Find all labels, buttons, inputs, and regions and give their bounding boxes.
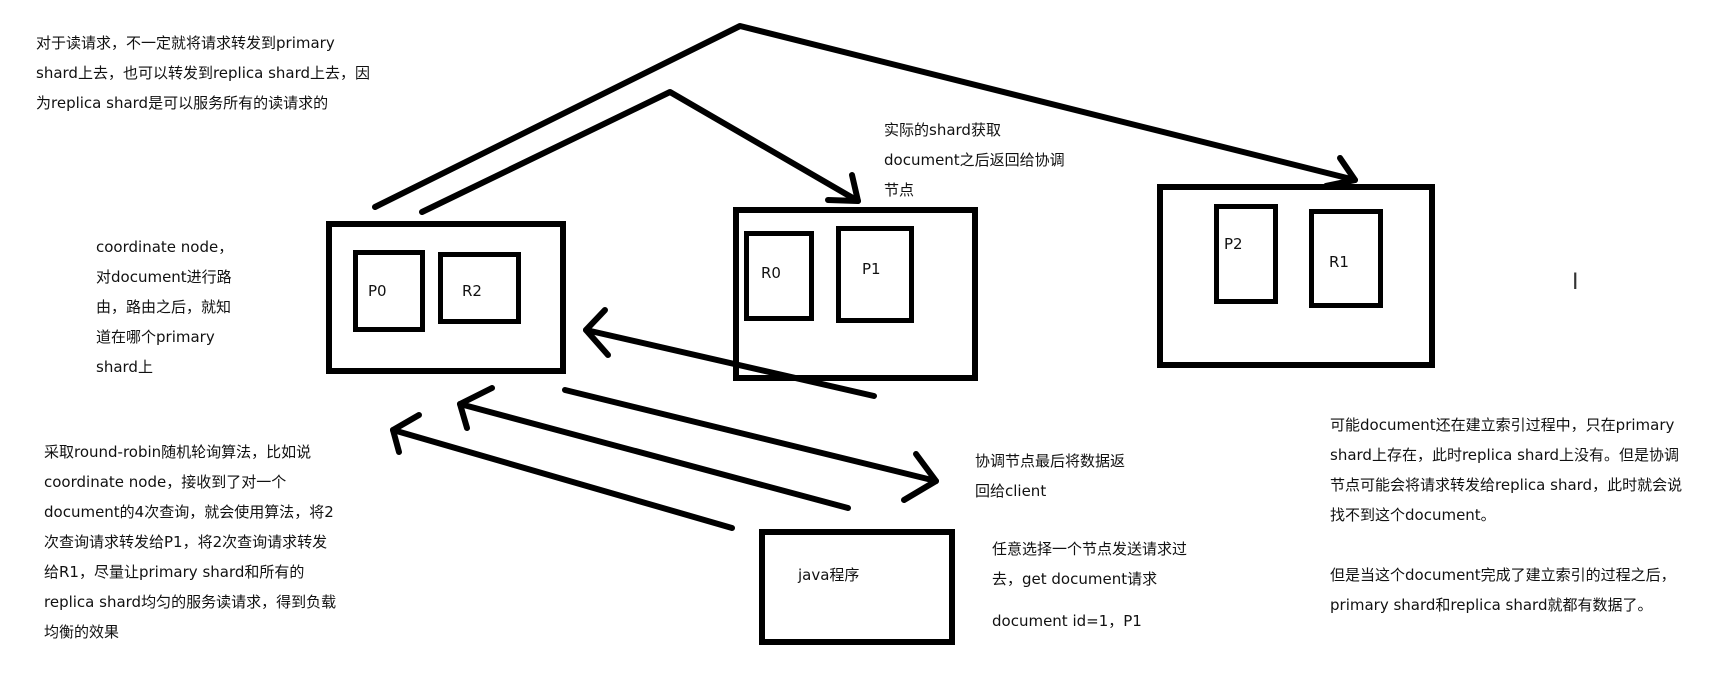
client-label: java程序 [798,566,860,584]
shard-p2 [1214,204,1278,304]
arrow-node2-to-node1 [583,327,877,399]
note-read-request: 对于读请求，不一定就将请求转发到primary shard上去，也可以转发到re… [36,34,371,112]
arrow-client-to-left [390,427,735,531]
node-2 [733,207,978,381]
arrow-node1-to-node3 [372,23,1358,210]
note-round-robin: 采取round-robin随机轮询算法，比如说 coordinate node，… [44,443,337,641]
text-cursor-icon: I [1572,270,1579,295]
shard-r2-label: R2 [462,282,482,300]
note-after-index: 但是当这个document完成了建立索引的过程之后， primary shard… [1330,566,1676,614]
shard-r2 [438,252,521,324]
note-document-id: document id=1，P1 [992,612,1142,630]
arrow-node1-to-node2 [419,89,861,215]
client-box [759,529,955,645]
shard-p0 [353,250,425,332]
shard-r0 [744,231,814,321]
arrow-node1-to-client [562,387,939,484]
shard-p1-label: P1 [862,260,881,278]
note-shard-return: 实际的shard获取 document之后返回给协调 节点 [884,121,1065,199]
node-3 [1157,184,1435,368]
arrow-client-to-node1 [457,401,851,511]
shard-p0-label: P0 [368,282,387,300]
arrowhead-node2 [825,172,861,204]
note-coord-return: 协调节点最后将数据返 回给client [975,452,1126,500]
shard-r1-label: R1 [1329,253,1349,271]
shard-p1 [836,226,914,323]
arrowhead-client [901,451,939,503]
node-1 [326,221,566,374]
note-maybe-not-found: 可能document还在建立索引过程中，只在primary shard上存在，此… [1330,416,1683,524]
shard-r1 [1309,209,1383,308]
arrowhead-left [390,412,422,455]
arrowhead-node1-return [583,307,611,358]
note-send-request: 任意选择一个节点发送请求过 去，get document请求 [992,540,1188,588]
shard-p2-label: P2 [1224,235,1243,253]
arrowhead-node1-a [457,385,495,431]
note-coordinate-node: coordinate node， 对document进行路 由，路由之后，就知 … [96,238,234,376]
shard-r0-label: R0 [761,264,781,282]
